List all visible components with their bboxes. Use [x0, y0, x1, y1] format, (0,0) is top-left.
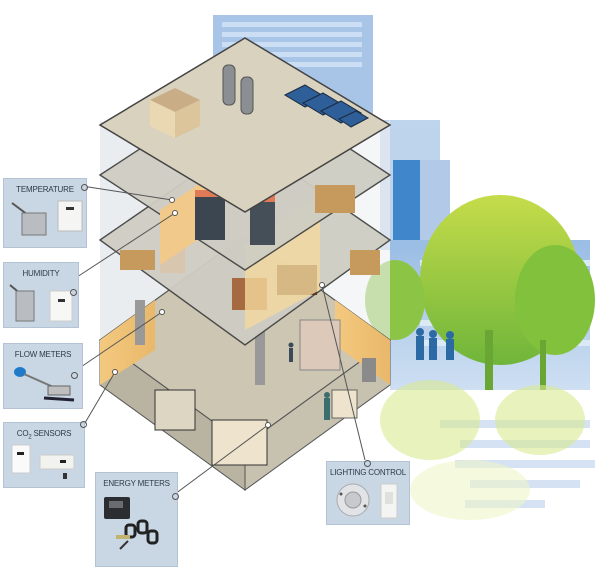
- occupancy-sensor-icon: [336, 483, 398, 519]
- wall-humidity-sensor-icon: [49, 290, 73, 322]
- callout-humidity-label: HUMIDITY: [22, 269, 60, 278]
- wall-thermostat-icon: [57, 200, 83, 232]
- clamp-probe-icon: [116, 535, 130, 550]
- hvac-unit-icon: [150, 88, 200, 138]
- current-transformer-icon: [124, 519, 159, 545]
- callout-temperature-label: TEMPERATURE: [16, 185, 74, 194]
- callout-energy-meters-label: ENERGY METERS: [103, 479, 170, 488]
- callout-energy-meters: ENERGY METERS: [95, 472, 179, 567]
- callout-connector-dot: [70, 289, 77, 296]
- duct-sensor-icon: [11, 200, 83, 236]
- callout-lines: [71, 185, 366, 495]
- callout-connector-dot: [172, 493, 179, 500]
- callout-lighting-control-label: LIGHTING CONTROL: [330, 468, 406, 477]
- callout-flow-meters: FLOW METERS: [3, 343, 83, 409]
- callout-flow-meters-label: FLOW METERS: [14, 350, 72, 359]
- flow-meter-icon: [14, 367, 75, 402]
- exhaust-stack-icon: [222, 64, 254, 115]
- wall-co2-sensor-icon: [11, 444, 75, 479]
- duct-humidity-sensor-icon: [9, 284, 73, 322]
- callout-humidity: HUMIDITY: [3, 262, 79, 328]
- solar-panel-icon: [283, 84, 370, 128]
- callout-connector-dot: [81, 184, 88, 191]
- callout-lighting-control: LIGHTING CONTROL: [326, 460, 410, 525]
- callout-temperature: TEMPERATURE: [3, 178, 88, 248]
- callout-co2-sensors: CO2 SENSORS: [3, 421, 87, 488]
- duct-co2-sensor-icon: [39, 454, 75, 470]
- callout-connector-dot: [71, 372, 78, 379]
- power-meter-icon: [104, 497, 159, 550]
- callout-co2-sensors-label: CO2 SENSORS: [16, 429, 72, 441]
- pedestrians: [416, 328, 454, 360]
- callout-connector-dot: [364, 460, 371, 467]
- callout-connector-dot: [80, 421, 87, 428]
